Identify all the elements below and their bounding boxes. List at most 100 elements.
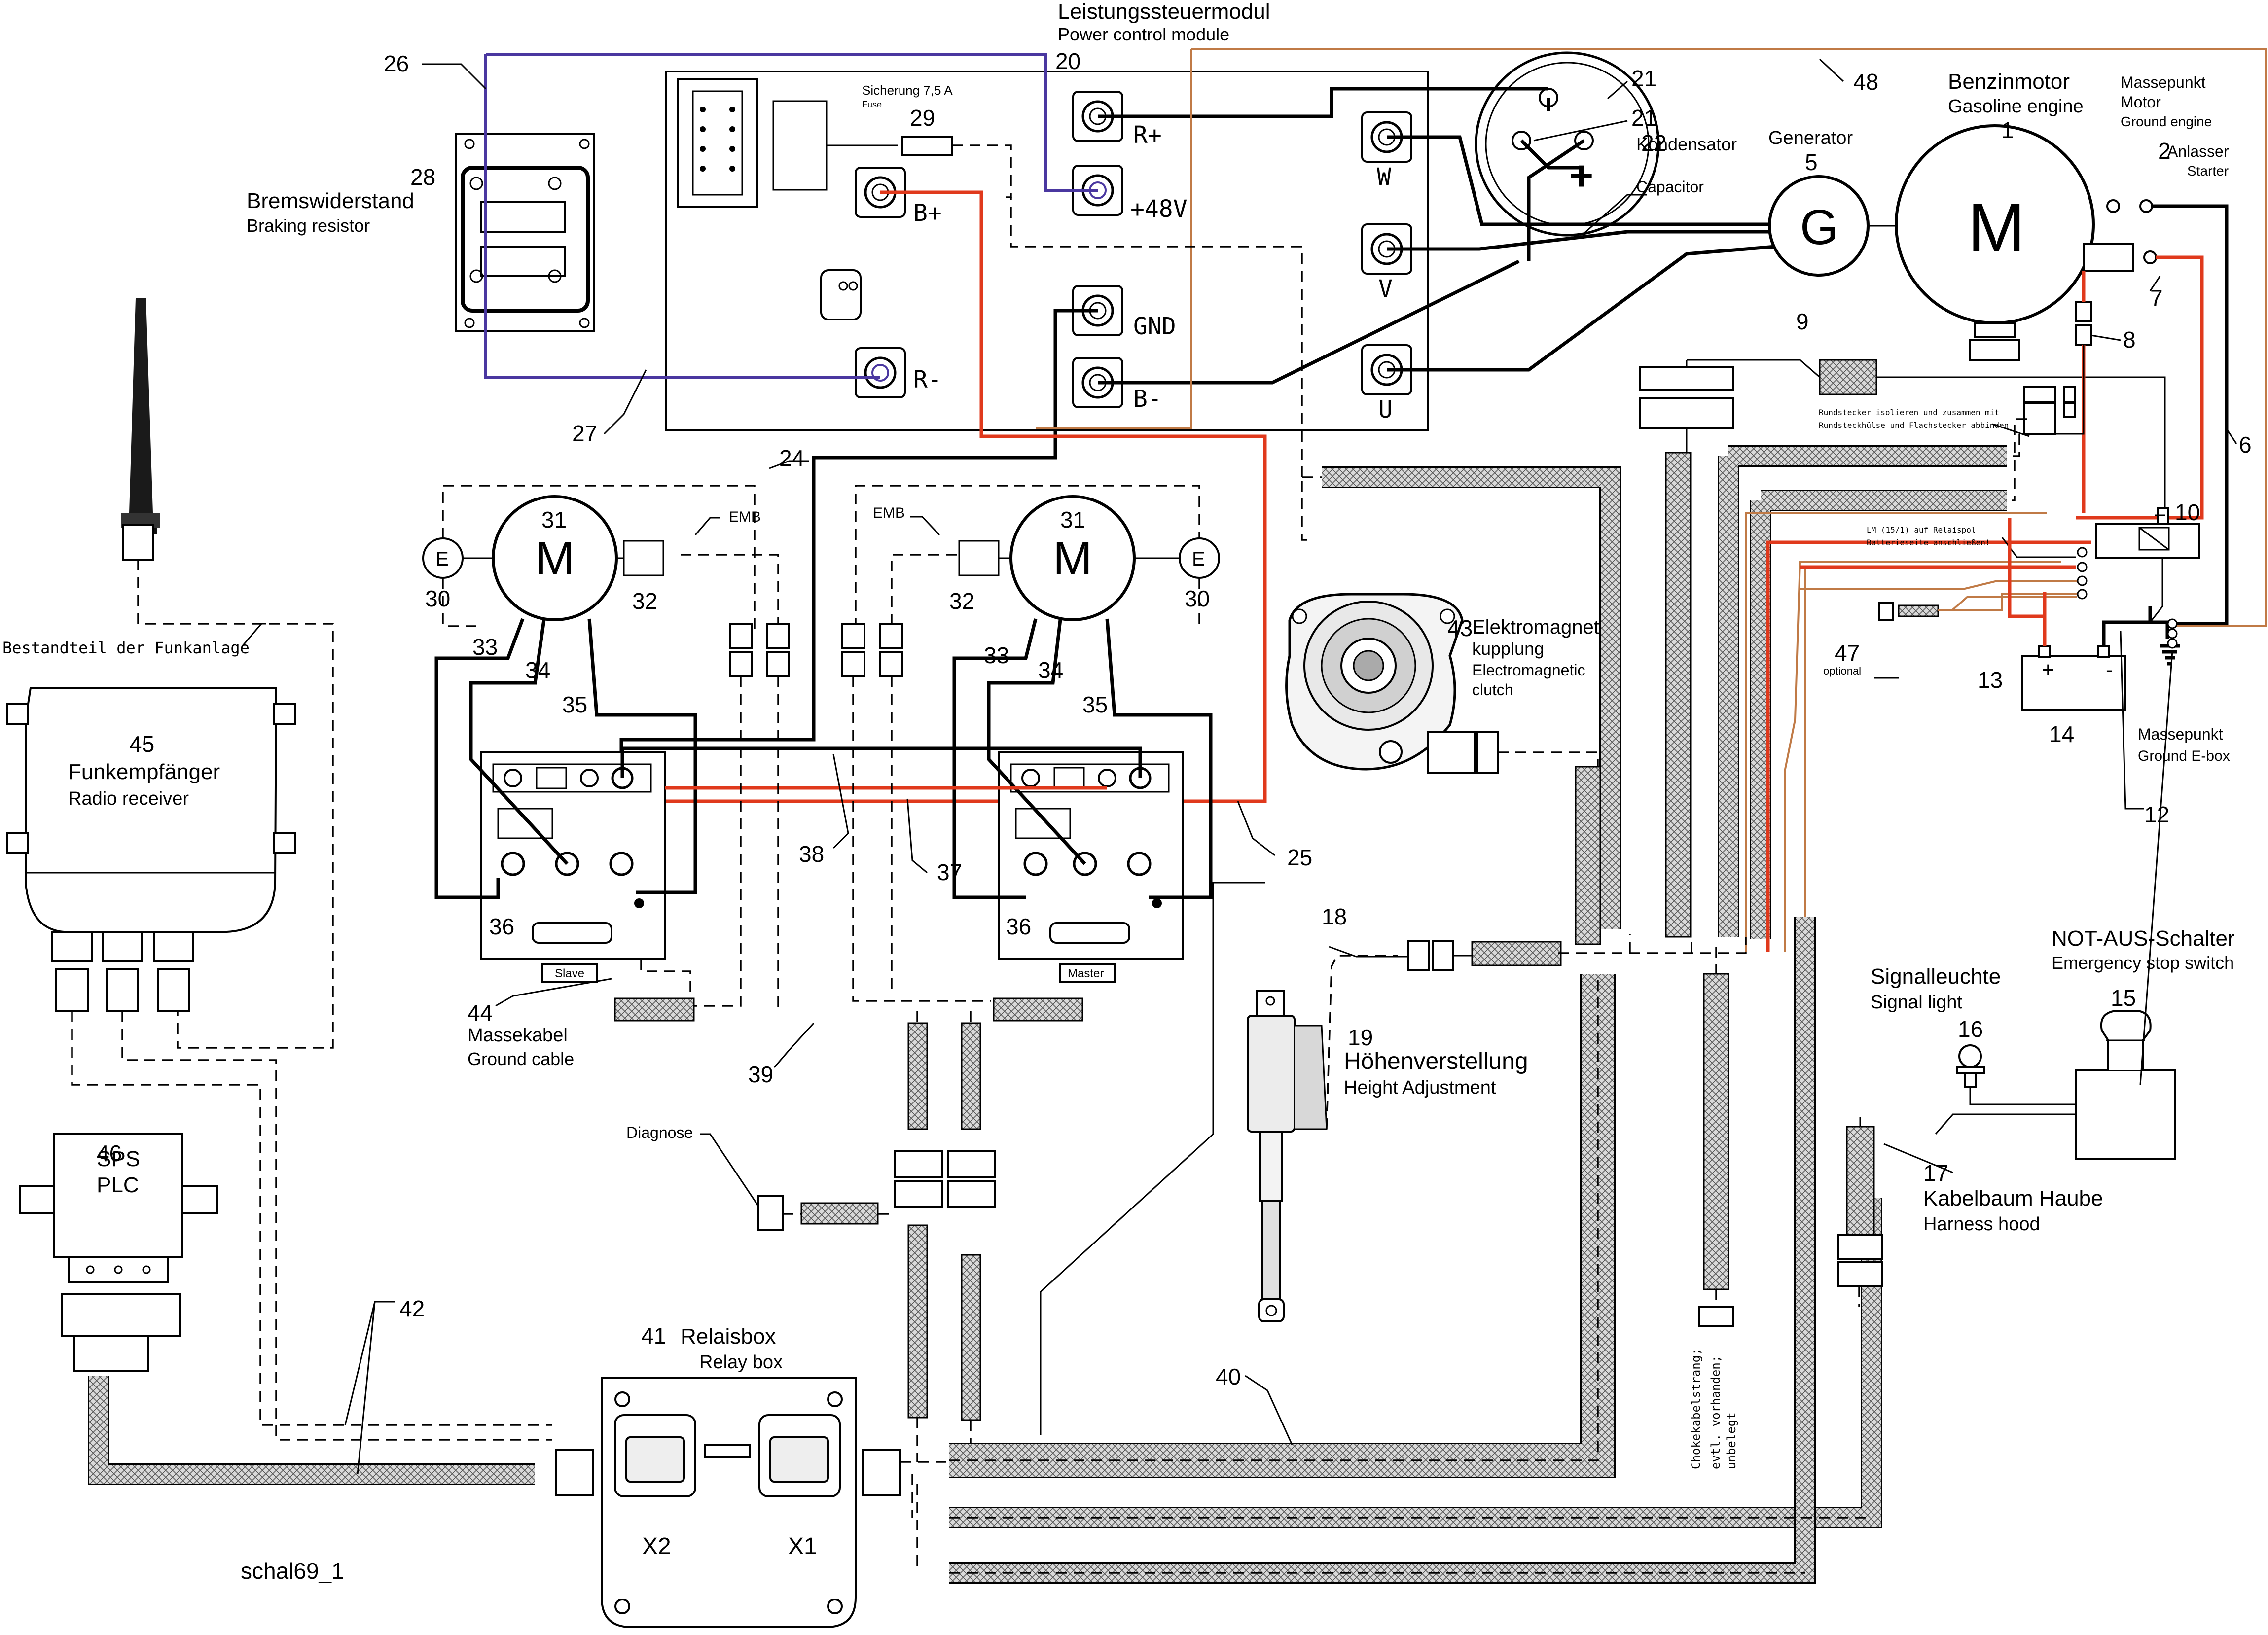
- callout-12: 12: [2144, 802, 2169, 827]
- starter-de: Anlasser: [2167, 142, 2229, 160]
- plc-l2: PLC: [97, 1173, 139, 1197]
- ground-engine-l2: Motor: [2121, 93, 2161, 111]
- label-r-minus: R-: [913, 366, 942, 393]
- relay-x1: X1: [788, 1533, 817, 1560]
- callout-34b: 34: [1038, 657, 1063, 683]
- estop-en: Emergency stop switch: [2052, 953, 2234, 973]
- plc-l1: SPS: [97, 1147, 140, 1171]
- choke-note-1: Chokekabelstrang;: [1689, 1348, 1703, 1469]
- ground-engine-l1: Massepunkt: [2121, 73, 2206, 91]
- callout-38: 38: [799, 841, 824, 867]
- callout-45: 45: [129, 731, 154, 757]
- antenna: [121, 298, 160, 534]
- plc: [19, 1133, 218, 1372]
- callout-6: 6: [2239, 432, 2252, 458]
- clutch-l2: kupplung: [1472, 639, 1544, 659]
- starter-en: Starter: [2187, 163, 2229, 178]
- label-r-plus: R+: [1133, 121, 1162, 149]
- hood-de: Kabelbaum Haube: [1923, 1186, 2103, 1210]
- signal-en: Signal light: [1871, 992, 1962, 1013]
- callout-13: 13: [1978, 667, 2003, 693]
- callout-32a: 32: [632, 588, 657, 614]
- engine-symbol: M: [1968, 189, 2025, 266]
- callout-36b: 36: [1006, 914, 1031, 939]
- radio-de: Funkempfänger: [68, 760, 220, 784]
- callout-18: 18: [1322, 904, 1347, 929]
- radio-en: Radio receiver: [68, 788, 189, 809]
- fuse-sub: Fuse: [862, 100, 882, 109]
- ground-ebox-de: Massepunkt: [2138, 725, 2223, 743]
- callout-22: 22: [1641, 130, 1666, 156]
- battery: + -: [2021, 645, 2126, 711]
- note-lm-2: Batterieseite anschließen!: [1867, 538, 1990, 547]
- encoder-slave: E: [435, 548, 449, 570]
- diagnose-label: Diagnose: [626, 1124, 693, 1141]
- callout-16: 16: [1958, 1016, 1983, 1042]
- radio-receiver: [6, 687, 296, 1012]
- fuse-label: Sicherung 7,5 A: [862, 83, 953, 98]
- callout-1: 1: [2001, 117, 2014, 143]
- harness-hood: [1846, 1126, 1875, 1236]
- choke-note-3: unbelegt: [1725, 1412, 1738, 1469]
- callout-35a: 35: [562, 692, 587, 717]
- harness-18: [1471, 941, 1562, 966]
- relay-x2: X2: [642, 1533, 671, 1560]
- harness-center-c: [907, 1224, 928, 1419]
- braking-resistor-de: Bremswiderstand: [247, 189, 414, 213]
- callout-36a: 36: [489, 914, 514, 939]
- encoder-master: E: [1192, 548, 1205, 570]
- callout-19: 19: [1348, 1025, 1373, 1050]
- motor-slave-symbol: M: [535, 532, 575, 585]
- callout-29: 29: [910, 105, 935, 131]
- ground-cable-en: Ground cable: [468, 1049, 574, 1069]
- callout-5: 5: [1805, 149, 1818, 175]
- emb-slave: EMB: [729, 509, 761, 525]
- callout-7: 7: [2150, 285, 2163, 311]
- label-b-minus: B-: [1133, 385, 1162, 413]
- controller-master: [998, 751, 1184, 960]
- relay-box: [601, 1377, 857, 1628]
- emb-connectors: [729, 623, 903, 677]
- note-lm-1: LM (15/1) auf Relaispol: [1867, 525, 1976, 534]
- capacitor-plus: +: [1569, 152, 1593, 199]
- relay-en: Relay box: [699, 1352, 783, 1373]
- ground-cable-harness-master: [993, 997, 1083, 1022]
- relay-de: Relaisbox: [681, 1324, 776, 1349]
- height-de: Höhenverstellung: [1344, 1048, 1528, 1074]
- capacitor-de: Kondensator: [1636, 134, 1737, 154]
- signal-light: [1956, 1044, 1985, 1088]
- callout-28: 28: [410, 164, 435, 190]
- clutch-l4: clutch: [1472, 681, 1513, 699]
- harness-center-d: [961, 1254, 981, 1421]
- label-v: V: [1378, 275, 1393, 303]
- callout-37: 37: [937, 859, 962, 885]
- emergency-stop-switch[interactable]: [2075, 1010, 2176, 1160]
- callout-46: 46: [97, 1140, 122, 1166]
- label-w: W: [1377, 163, 1391, 191]
- callout-41: 41: [641, 1323, 666, 1349]
- hood-en: Harness hood: [1923, 1214, 2040, 1235]
- harness-vertical-1: [1665, 452, 1692, 938]
- callout-25: 25: [1287, 845, 1312, 870]
- callout-31b: 31: [1060, 507, 1085, 533]
- motor-master: M E: [958, 495, 1220, 621]
- ground-ebox-en: Ground E-box: [2138, 748, 2230, 764]
- master-tag: Master: [1068, 967, 1104, 980]
- harness-choke: [1703, 973, 1729, 1290]
- callout-8: 8: [2123, 327, 2136, 353]
- braking-resistor: [455, 133, 595, 332]
- callout-2: 2: [2158, 138, 2171, 164]
- callout-numbers: 1 2 5 6 7 8 9 10 12 13 14 15 16 17 18 19…: [97, 48, 2252, 1389]
- callout-9: 9: [1796, 309, 1809, 334]
- ground-cable-de: Massekabel: [468, 1025, 568, 1046]
- callout-35b: 35: [1082, 692, 1108, 717]
- braking-resistor-en: Braking resistor: [247, 215, 370, 236]
- capacitor: +: [1475, 51, 1660, 237]
- diagnose-connector[interactable]: [757, 1195, 784, 1231]
- signal-de: Signalleuchte: [1871, 964, 2001, 989]
- harness-center-a: [907, 1022, 928, 1130]
- callout-10: 10: [2175, 499, 2200, 525]
- choke-note-2: evtl. vorhanden;: [1709, 1355, 1723, 1469]
- controller-slave: [480, 751, 666, 960]
- callout-31a: 31: [541, 507, 567, 533]
